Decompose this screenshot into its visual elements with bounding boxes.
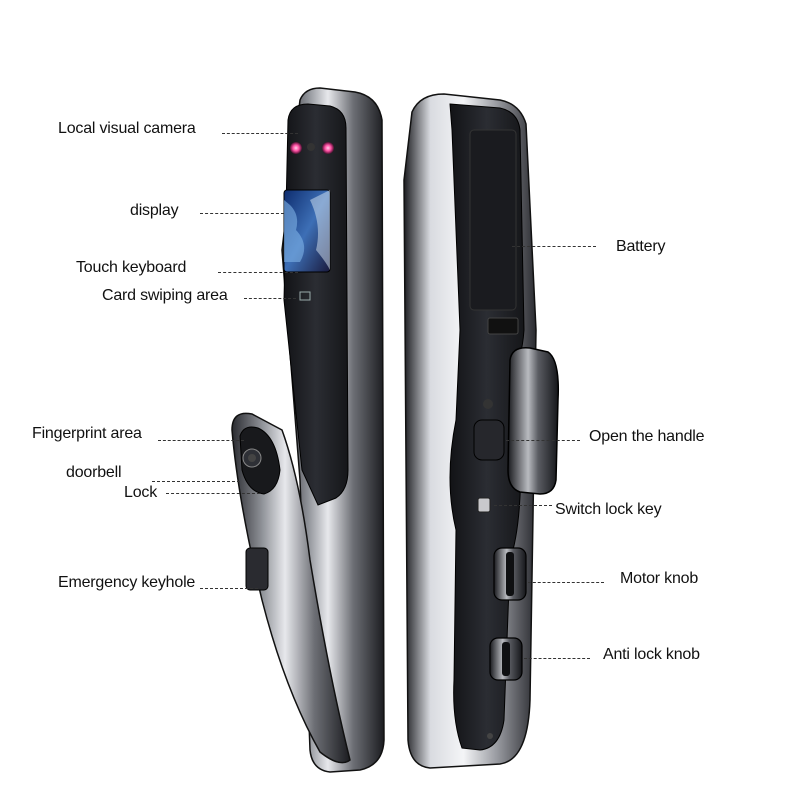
back-handle: [473, 347, 560, 495]
label-motor-knob: Motor knob: [620, 570, 699, 587]
leader-keyhole: [200, 588, 258, 589]
leader-lock: [166, 493, 260, 494]
leader-keyboard: [218, 272, 298, 273]
motor-knob: [493, 547, 527, 601]
leader-fingerprint: [158, 440, 244, 441]
label-camera: Local visual camera: [58, 120, 196, 137]
switch-key: [477, 497, 491, 513]
label-battery: Battery: [616, 238, 666, 255]
label-doorbell: doorbell: [66, 464, 122, 481]
battery-cover: [469, 129, 517, 311]
label-card: Card swiping area: [102, 287, 228, 304]
label-keyboard: Touch keyboard: [76, 259, 187, 276]
leader-camera: [222, 133, 298, 134]
camera-module: [290, 142, 334, 154]
display-screen: [283, 189, 331, 273]
leader-doorbell: [152, 481, 240, 482]
leader-handle: [506, 440, 580, 441]
label-anti-knob: Anti lock knob: [603, 646, 700, 663]
leader-switch-key: [494, 505, 552, 506]
label-fingerprint: Fingerprint area: [32, 425, 142, 442]
leader-display: [200, 213, 284, 214]
anti-lock-knob: [489, 637, 523, 681]
front-handle: [231, 412, 351, 764]
label-display: display: [130, 202, 179, 219]
leader-card: [244, 298, 296, 299]
label-handle: Open the handle: [589, 428, 705, 445]
leader-motor-knob: [528, 582, 604, 583]
label-keyhole: Emergency keyhole: [58, 574, 196, 591]
leader-battery: [512, 246, 596, 247]
label-switch-key: Switch lock key: [555, 501, 662, 518]
label-lock: Lock: [124, 484, 157, 501]
card-icon: [299, 291, 311, 301]
leader-anti-knob: [524, 658, 590, 659]
